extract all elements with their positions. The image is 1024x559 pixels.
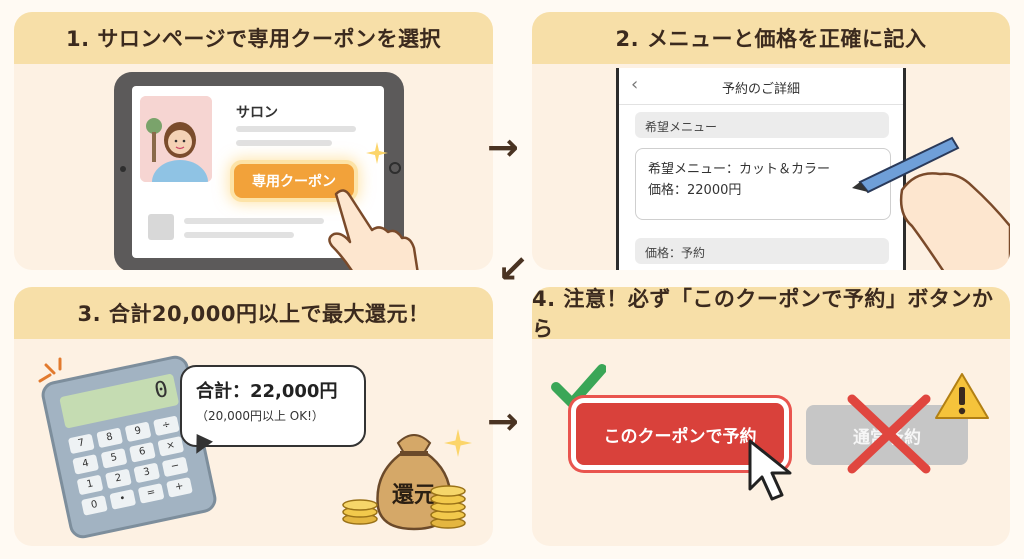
emphasis-lines-icon: [38, 357, 62, 383]
sparkle-icon: [444, 429, 472, 457]
calc-key: +: [166, 477, 193, 498]
coin-stack-icon: [430, 485, 466, 529]
tablet-home-button: [389, 162, 401, 174]
arrow-down-left-icon: ↙: [497, 247, 529, 291]
coin-stack-icon: [342, 499, 378, 525]
calc-key: ÷: [153, 415, 180, 437]
calc-key: 0: [80, 495, 108, 516]
back-chevron-icon[interactable]: ‹: [631, 74, 639, 95]
step3-title: 3. 合計20,000円以上で最大還元！: [77, 302, 430, 326]
threshold-note: （20,000円以上 OK!）: [196, 409, 324, 423]
calc-key: 7: [67, 433, 95, 455]
step2-panel: 2. メニューと価格を正確に記入 ‹ 予約のご詳細 希望メニュー 希望メニュー：…: [532, 12, 1010, 270]
entry-menu-line: 希望メニュー：カット＆カラー: [648, 162, 831, 177]
step2-title: 2. メニューと価格を正確に記入: [615, 27, 927, 51]
tablet-illustration: サロン 専用クーポン: [114, 72, 404, 270]
calc-key: 5: [100, 448, 128, 469]
calc-key: •: [109, 489, 137, 510]
menu-entry-field[interactable]: 希望メニュー：カット＆カラー 価格：22000円: [635, 148, 891, 220]
text-placeholder-line: [236, 140, 332, 146]
calc-key: 4: [72, 454, 100, 475]
thumbnail-placeholder: [148, 214, 174, 240]
total-amount-text: 合計：22,000円: [196, 381, 338, 402]
sparkle-icon: [366, 142, 388, 164]
warning-icon: [935, 373, 989, 419]
calc-key: 8: [96, 427, 124, 449]
step1-header: 1. サロンページで専用クーポンを選択: [14, 12, 493, 64]
cashback-label: 還元: [392, 483, 437, 508]
calc-key: ×: [157, 435, 185, 457]
form-divider: [619, 104, 903, 105]
step1-panel: 1. サロンページで専用クーポンを選択 サロン: [14, 12, 493, 270]
calc-key: 1: [76, 474, 104, 496]
step4-panel: 4. 注意！必ず「このクーポンで予約」ボタンから このクーポンで予約 通常予約: [532, 287, 1010, 546]
calc-key: =: [137, 483, 165, 504]
desired-menu-label: 希望メニュー: [635, 112, 889, 138]
step4-header: 4. 注意！必ず「このクーポンで予約」ボタンから: [532, 287, 1010, 341]
step3-header: 3. 合計20,000円以上で最大還元！: [14, 287, 493, 339]
text-placeholder-line: [236, 126, 356, 132]
money-bag-icon: [376, 434, 452, 531]
mouse-cursor-icon: [748, 439, 792, 501]
arrow-right-icon: →: [487, 399, 519, 443]
step4-title: 4. 注意！必ず「このクーポンで予約」ボタンから: [532, 287, 994, 341]
text-placeholder-line: [184, 218, 324, 224]
calc-key: 3: [133, 462, 161, 484]
calc-key: 9: [124, 421, 152, 443]
calculator-keypad: 7 8 9 ÷ 4 5 6 × 1 2 3 − 0 • = +: [67, 415, 193, 516]
cross-mark-icon: [847, 394, 931, 474]
tablet-camera: [120, 166, 126, 172]
calc-key: 2: [104, 468, 132, 490]
total-speech-bubble: 合計：22,000円 （20,000円以上 OK!）: [180, 365, 366, 447]
pointing-hand-icon: [328, 189, 419, 270]
price-label: 価格：予約: [635, 238, 889, 264]
step3-panel: 3. 合計20,000円以上で最大還元！ 0 7 8 9 ÷ 4 5 6 × 1…: [14, 287, 493, 546]
calc-key: 6: [129, 442, 156, 463]
pen-writing-hand-icon: [852, 136, 1010, 270]
salon-photo: [140, 96, 212, 182]
step2-header: 2. メニューと価格を正確に記入: [532, 12, 1010, 64]
step1-title: 1. サロンページで専用クーポンを選択: [66, 27, 441, 51]
arrow-right-icon: →: [487, 125, 519, 169]
check-mark-icon: [551, 364, 606, 408]
calc-key: −: [161, 456, 189, 478]
salon-label: サロン: [236, 105, 278, 121]
form-title: 予約のご詳細: [721, 82, 800, 97]
entry-price-line: 価格：22000円: [648, 183, 742, 198]
exclusive-coupon-button[interactable]: 専用クーポン: [234, 164, 354, 198]
text-placeholder-line: [184, 232, 294, 238]
tablet-screen: サロン 専用クーポン: [132, 86, 384, 258]
